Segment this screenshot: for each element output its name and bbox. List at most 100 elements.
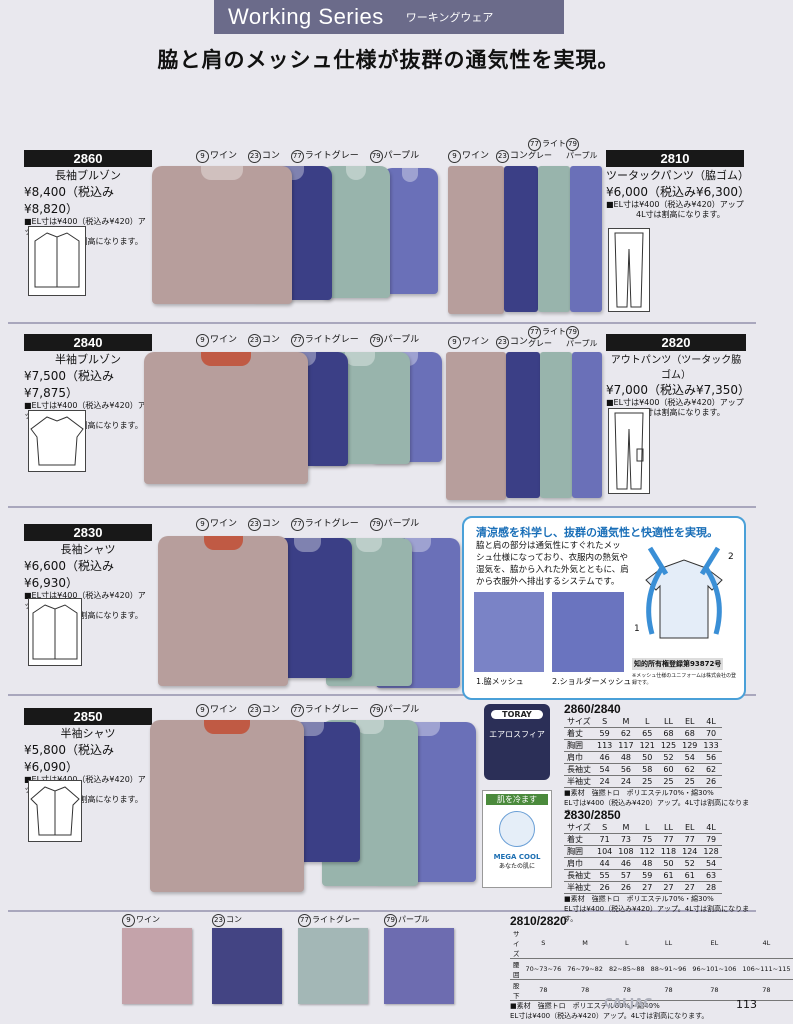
product-name: アウトパンツ（ツータック脇ゴム） (610, 355, 742, 381)
row-header: 着丈 (564, 727, 594, 740)
table-cell: 88~91~96 (647, 958, 690, 980)
table-cell: 58 (636, 763, 658, 776)
page-headline: 脇と肩のメッシュ仕様が抜群の通気性を実現。 (157, 48, 620, 72)
airflow-icon (645, 546, 723, 639)
mesh-label-1: 1.脇メッシュ (476, 677, 524, 686)
table-cell: 78 (689, 979, 740, 1001)
table-cell: 62 (700, 763, 722, 776)
pants-navy (504, 166, 538, 312)
table-cell: L (636, 716, 658, 728)
garment-sketch (28, 598, 82, 666)
table-cell: 57 (615, 869, 637, 882)
product-note: ■EL寸は¥400（税込み¥420）アップ (606, 398, 744, 407)
product-note: ■EL寸は¥400（税込み¥420）アップ (606, 200, 744, 209)
row-header: サイズ (564, 716, 594, 728)
product-note: 4L寸は割高になります。 (54, 421, 143, 430)
table-cell: 65 (636, 727, 658, 740)
table-title: 2830/2850 (564, 808, 621, 822)
table-cell: 70~73~76 (522, 958, 565, 980)
garment-wine (158, 536, 288, 686)
megacool-logo: 肌を冷ます MEGA COOL あなたの肌に (482, 790, 552, 888)
product-name: 長袖ブルゾン (55, 169, 121, 182)
table-cell: 60 (657, 763, 680, 776)
table-cell: 27 (657, 881, 680, 894)
table-cell: 82~85~88 (605, 958, 648, 980)
product-2840: 2840 半袖ブルゾン ¥7,500（税込み¥7,875） ■EL寸は¥400（… (24, 334, 152, 431)
product-code: 2850 (24, 708, 152, 725)
garment-sketch (28, 226, 86, 296)
table-cell: 46 (615, 857, 637, 870)
table-cell: L (636, 822, 658, 834)
swatch-navy (212, 928, 282, 1004)
row-header: 肩巾 (564, 751, 594, 764)
row-header: 長袖丈 (564, 869, 594, 882)
table-cell: 78 (647, 979, 690, 1001)
jacket-line-icon (34, 232, 80, 288)
pants-navy (506, 352, 540, 498)
table-cell: 56 (615, 763, 637, 776)
table-cell: 52 (657, 751, 680, 764)
product-code: 2820 (606, 334, 746, 351)
pants-sketch (608, 228, 650, 312)
patent-label: 知的所有権登録第93872号 (632, 658, 724, 670)
table-cell: M (615, 716, 637, 728)
table-cell: L (605, 928, 648, 959)
table-cell: 4L (700, 716, 722, 728)
product-note: 4L寸は割高になります。 (636, 210, 725, 219)
table-cell: EL (679, 822, 701, 834)
price-note: EL寸は¥400（税込み¥420）アップ。4L寸は割高になります。 (510, 1012, 709, 1020)
product-price: ¥6,600（税込み¥6,930） (24, 559, 114, 590)
feature-body: 脇と肩の部分は通気性にすぐれたメッ シュ仕様になっており、衣服内の熱気や 湿気を… (476, 541, 629, 587)
product-name: 半袖シャツ (60, 727, 116, 740)
table-cell: 78 (522, 979, 565, 1001)
product-code: 2830 (24, 524, 152, 541)
table-cell: M (564, 928, 606, 959)
table-cell: 26 (700, 775, 722, 788)
table-cell: 76~79~82 (564, 958, 606, 980)
table-cell: 117 (615, 739, 637, 752)
table-cell: 68 (679, 727, 701, 740)
table-cell: LL (647, 928, 690, 959)
row-header: サイズ (564, 822, 594, 834)
row-header: 股下 (510, 979, 523, 1001)
garment-wine (150, 720, 304, 892)
table-cell: 52 (679, 857, 701, 870)
table-cell: 124 (679, 845, 701, 858)
table-cell: 62 (615, 727, 637, 740)
table-cell: 133 (700, 739, 722, 752)
material-note: ■素材 強撚トロ ポリエステル70%・綿30% (564, 895, 714, 903)
table-cell: M (615, 822, 637, 834)
table-cell: 125 (657, 739, 680, 752)
table-cell: 70 (700, 727, 722, 740)
table-cell: 96~101~106 (689, 958, 740, 980)
table-cell: LL (657, 716, 680, 728)
product-2820: 2820 アウトパンツ（ツータック脇ゴム） ¥7,000（税込み¥7,350） … (606, 334, 750, 418)
product-price: ¥7,500（税込み¥7,875） (24, 369, 114, 400)
product-2860: 2860 長袖ブルゾン ¥8,400（税込み¥8,820） ■EL寸は¥400（… (24, 150, 152, 247)
table-cell: 106~111~115 (739, 958, 793, 980)
series-title: Working Series (228, 4, 384, 29)
divider (8, 322, 756, 324)
table-cell: 118 (657, 845, 680, 858)
table-cell: 63 (700, 869, 722, 882)
row-header: 着丈 (564, 833, 594, 846)
table-cell: LL (657, 822, 680, 834)
short-shirt-line-icon (30, 786, 80, 836)
table-cell: 61 (657, 869, 680, 882)
pants-sketch (608, 408, 650, 494)
table-cell: 113 (594, 739, 616, 752)
